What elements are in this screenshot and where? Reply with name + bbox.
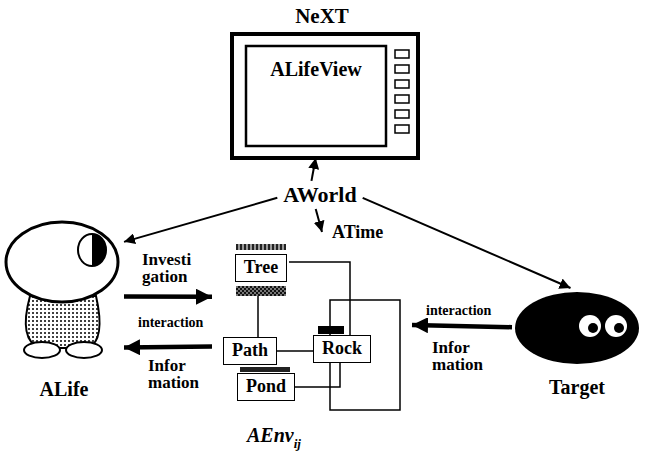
node-label: AWorld — [283, 183, 356, 207]
creature-head — [6, 222, 118, 302]
monitor-node: ALifeView — [232, 34, 418, 158]
node-label: Target — [549, 376, 605, 398]
environment-node: AEnvij TreeRock PathPond — [212, 232, 412, 448]
monitor-button — [395, 50, 409, 58]
target-pupil — [614, 323, 624, 333]
place-box: Tree — [235, 254, 287, 282]
target-eye — [605, 315, 627, 337]
monitor-button — [395, 95, 409, 103]
shaded-bar — [236, 244, 286, 250]
edge-label: ATime — [330, 222, 385, 242]
edge-label: Infor mation — [430, 338, 485, 374]
node-label: ALife — [40, 378, 89, 400]
monitor-button — [395, 65, 409, 73]
creature-foot — [66, 342, 102, 358]
place-box: Pond — [237, 373, 295, 401]
node-label: Path — [232, 341, 268, 361]
device-title: NeXT — [295, 6, 349, 27]
place-box: Rock — [313, 335, 371, 363]
monitor-button — [395, 125, 409, 133]
shaded-bar — [240, 367, 290, 372]
env-wire — [257, 296, 259, 338]
target-pupil — [588, 323, 598, 333]
monitor-button — [395, 80, 409, 88]
monitor-button — [395, 110, 409, 118]
creature-body — [26, 296, 100, 348]
creature-pupil — [92, 234, 106, 266]
node-label: Rock — [322, 339, 362, 359]
connector-arrow — [124, 344, 212, 349]
shaded-bar — [236, 286, 286, 296]
shaded-bar — [318, 326, 344, 334]
node-label: Tree — [244, 258, 278, 278]
interaction-note: interaction — [426, 304, 491, 318]
env-wire — [294, 362, 340, 387]
edge-label: Investi gation — [140, 250, 193, 286]
subscript: ij — [294, 437, 301, 451]
monitor-frame — [232, 34, 418, 158]
interaction-note: interaction — [138, 316, 203, 330]
monitor-screen — [246, 46, 386, 146]
node-label: Pond — [246, 377, 286, 397]
target-eye — [579, 315, 601, 337]
node-label: AEnv — [247, 424, 294, 446]
target-body — [515, 292, 639, 364]
connector-arrow — [311, 158, 315, 181]
creature-eye — [78, 234, 106, 266]
connector-arrow — [363, 198, 571, 288]
connector-arrow — [124, 198, 277, 242]
world-node: AWorld — [277, 181, 362, 209]
connector-arrow — [124, 294, 212, 299]
target-node: Target — [512, 288, 642, 400]
edge-label: Infor mation — [146, 356, 201, 392]
node-label: ALifeView — [270, 58, 361, 80]
place-box: Path — [223, 337, 277, 365]
connector-arrow — [316, 209, 322, 232]
env-wire — [289, 262, 350, 336]
connector-arrow — [412, 325, 512, 327]
env-wire — [276, 350, 314, 352]
creature-node: ALife — [4, 220, 124, 402]
creature-foot — [24, 342, 60, 358]
